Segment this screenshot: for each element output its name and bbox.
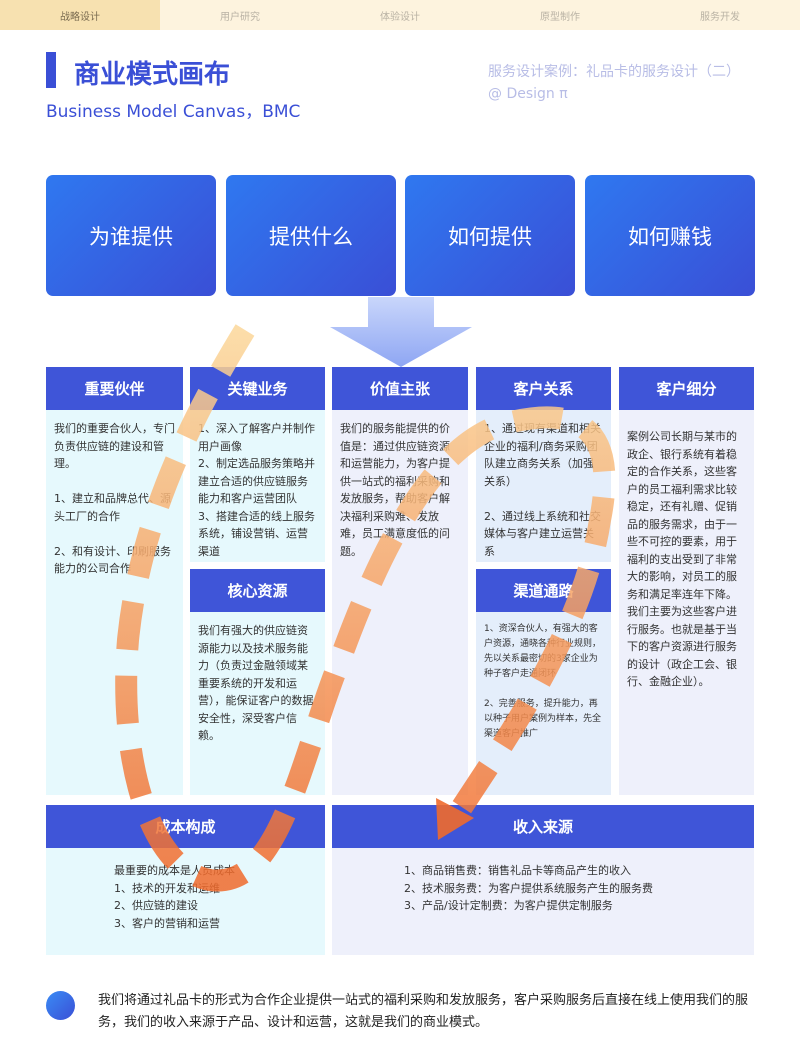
top-nav: 战略设计 用户研究 体验设计 原型制作 服务开发 [0,0,800,30]
nav-tab-user-research[interactable]: 用户研究 [220,11,260,23]
question-for-whom: 为谁提供 [46,175,216,296]
nav-tab-prototype[interactable]: 原型制作 [540,11,580,23]
relations-header: 客户关系 [476,367,611,410]
activities-header: 关键业务 [190,367,325,410]
nav-tab-development[interactable]: 服务开发 [700,11,740,23]
page-title: 商业模式画布 [74,60,231,90]
question-how: 如何提供 [405,175,575,296]
down-arrow-icon [330,297,472,367]
case-title: 服务设计案例：礼品卡的服务设计（二） [488,64,740,80]
value-body: 我们的服务能提供的价值是：通过供应链资源和运营能力，为客户提供一站式的福利采购和… [332,410,468,795]
segments-body: 案例公司长期与某市的政企、银行系统有着稳定的合作关系，这些客户的员工福利需求比较… [619,410,754,795]
relations-body: 1、通过现有渠道和相关企业的福利/商务采购团队建立商务关系（加强关系） 2、通过… [476,410,611,562]
question-how-earn: 如何赚钱 [585,175,755,296]
resources-body: 我们有强大的供应链资源能力以及技术服务能力（负责过金融领域某重要系统的开发和运营… [190,612,325,795]
channels-body: 1、资深合伙人，有强大的客户资源，通晓各种行业规则，先以关系最密切的3家企业为种… [476,612,611,795]
revenue-header: 收入来源 [332,805,754,848]
value-header: 价值主张 [332,367,468,410]
nav-tab-strategy[interactable]: 战略设计 [0,0,160,30]
bullet-dot-icon [46,991,75,1020]
summary-text: 我们将通过礼品卡的形式为合作企业提供一站式的福利采购和发放服务，客户采购服务后直… [98,993,749,1030]
page-subtitle: Business Model Canvas，BMC [46,102,301,122]
partners-body: 我们的重要合伙人，专门负责供应链的建设和管理。 1、建立和品牌总代、源头工厂的合… [46,410,183,795]
partners-header: 重要伙伴 [46,367,183,410]
revenue-body: 1、商品销售费：销售礼品卡等商品产生的收入 2、技术服务费：为客户提供系统服务产… [332,848,754,955]
author: @ Design π [488,86,568,102]
segments-header: 客户细分 [619,367,754,410]
question-what: 提供什么 [226,175,396,296]
costs-header: 成本构成 [46,805,325,848]
resources-header: 核心资源 [190,569,325,612]
channels-header: 渠道通路 [476,569,611,612]
title-accent-bar [46,52,56,88]
costs-body: 最重要的成本是人员成本 1、技术的开发和运维 2、供应链的建设 3、客户的营销和… [46,848,325,955]
activities-body: 1、深入了解客户并制作用户画像 2、制定选品服务策略并建立合适的供应链服务能力和… [190,410,325,562]
nav-tab-experience[interactable]: 体验设计 [380,11,420,23]
